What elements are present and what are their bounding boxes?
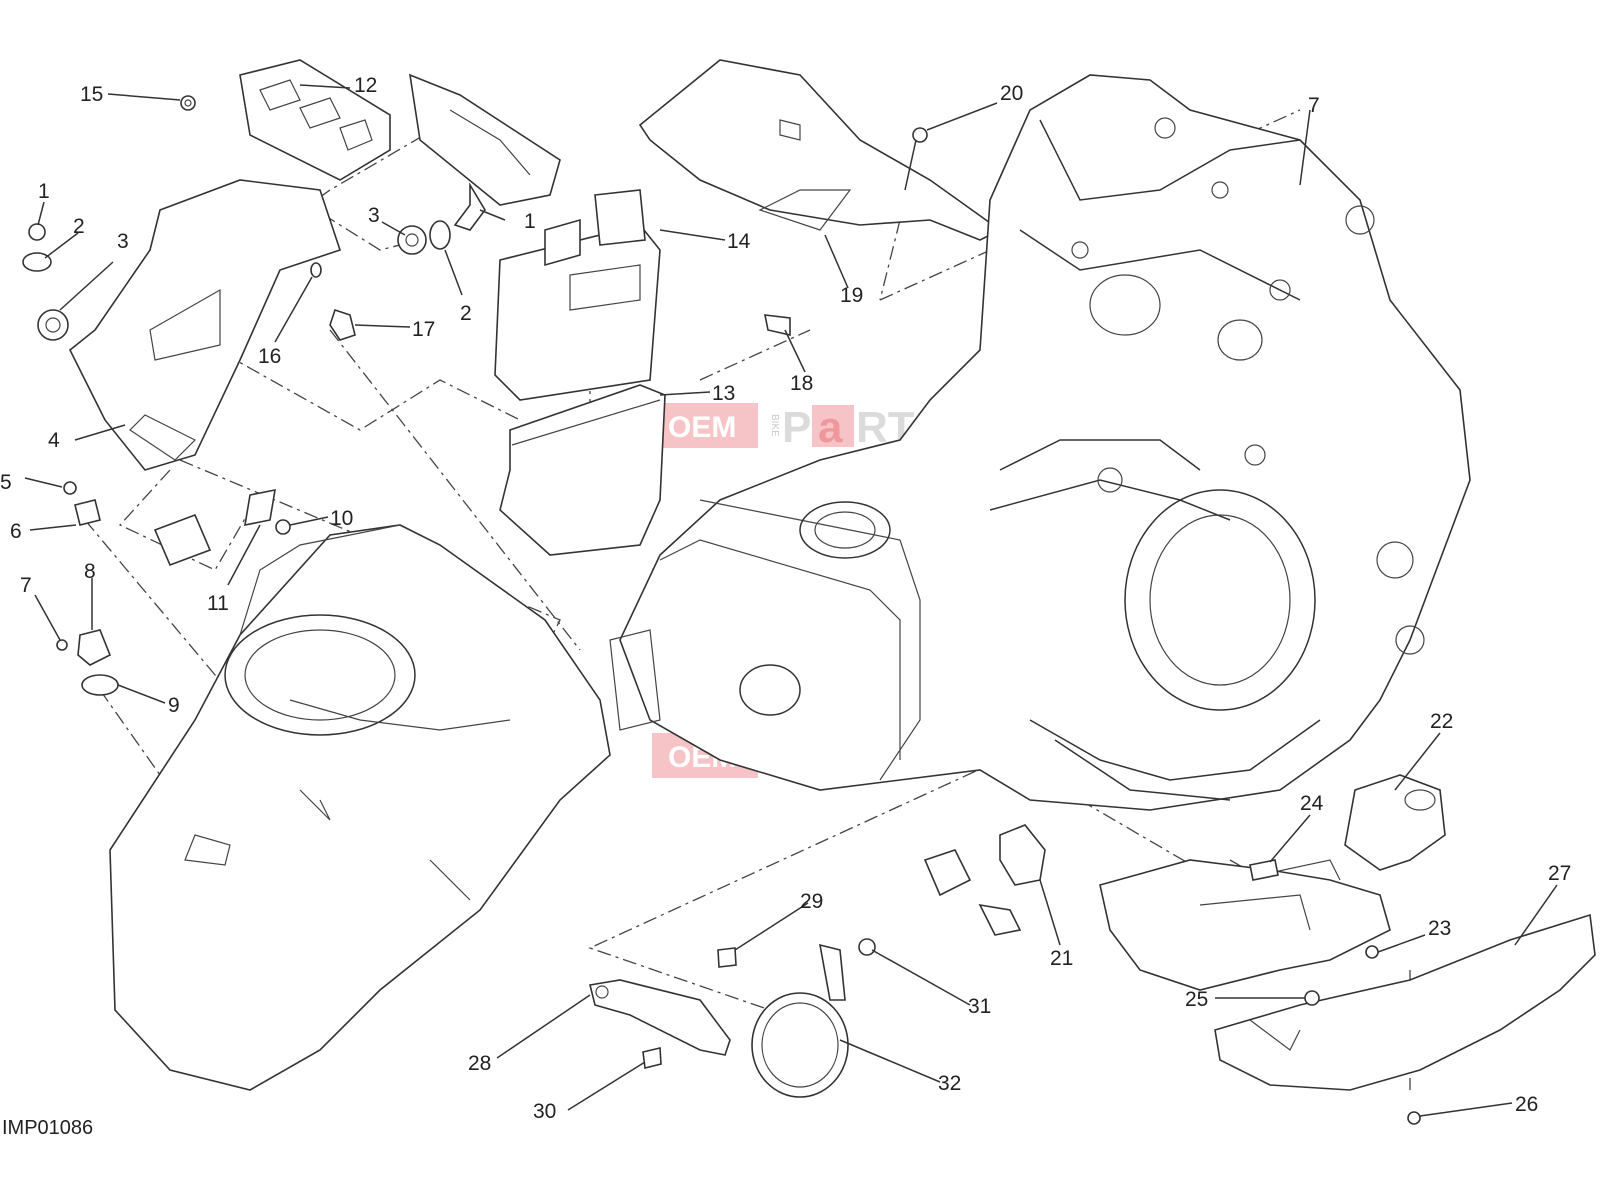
callout-11: 11 [207, 592, 229, 615]
callout-30: 30 [533, 1100, 556, 1123]
diagram-code: IMP01086 [2, 1117, 93, 1139]
callout-27: 27 [1548, 862, 1571, 885]
callout-20: 20 [1000, 82, 1023, 105]
watermark-a: a [818, 403, 843, 452]
callout-3: 3 [117, 230, 129, 253]
callout-6: 6 [10, 520, 22, 543]
callout-2: 2 [460, 302, 472, 325]
callout-13: 13 [712, 382, 735, 405]
callout-15: 15 [80, 83, 103, 106]
callout-31: 31 [968, 995, 991, 1018]
callout-3: 3 [368, 204, 380, 227]
callout-32: 32 [938, 1072, 961, 1095]
callout-10: 10 [330, 507, 353, 530]
watermark-bike: BIKE [769, 414, 780, 437]
callout-21: 21 [1050, 947, 1073, 970]
mounting-bracket-4 [68, 179, 342, 471]
callout-9: 9 [168, 694, 180, 717]
callout-8: 8 [84, 560, 96, 583]
callout-4: 4 [48, 429, 60, 452]
callout-16: 16 [258, 345, 281, 368]
connector-group-left [56, 481, 291, 696]
callout-18: 18 [790, 372, 813, 395]
fuse-box-cover-12 [239, 59, 391, 181]
callout-29: 29 [800, 890, 823, 913]
callout-23: 23 [1428, 917, 1451, 940]
callout-25: 25 [1185, 988, 1208, 1011]
left-hardware [22, 182, 486, 341]
fuse-block [408, 73, 561, 206]
callout-7: 7 [20, 574, 32, 597]
callout-22: 22 [1430, 710, 1453, 733]
watermark-oem: OEM [668, 411, 736, 444]
callout-14: 14 [727, 230, 751, 253]
clip-18 [763, 314, 791, 337]
sump-guard-24 [1099, 859, 1391, 991]
heat-shield-19 [638, 59, 1002, 241]
sensor-21 [923, 824, 1046, 936]
horn-bracket-28 [589, 979, 731, 1056]
watermark-p: P [782, 403, 811, 452]
callout-17: 17 [412, 318, 435, 341]
airbox-housing [109, 524, 611, 1091]
engine-block [609, 74, 1471, 811]
leader-lines [24, 84, 1558, 1117]
callout-19: 19 [840, 284, 863, 307]
ecu-cover-13 [499, 384, 666, 556]
horn-32 [751, 943, 849, 1098]
callout-5: 5 [0, 471, 12, 494]
callout-12: 12 [354, 74, 377, 97]
fastener-20 [904, 127, 928, 191]
bracket-22 [1344, 774, 1446, 871]
callout-labels: 15 12 1 2 3 3 1 2 16 17 4 5 6 10 11 7 8 … [0, 74, 1571, 1123]
bolt-15 [180, 95, 196, 111]
callout-26: 26 [1515, 1093, 1538, 1116]
callout-1: 1 [38, 180, 50, 203]
callout-7: 7 [1308, 94, 1320, 117]
callout-1: 1 [524, 210, 536, 233]
bolts-29-30-31 [642, 938, 876, 1069]
ecu-14 [494, 189, 661, 401]
callout-24: 24 [1300, 792, 1324, 815]
callout-28: 28 [468, 1052, 491, 1075]
callout-2: 2 [73, 215, 85, 238]
